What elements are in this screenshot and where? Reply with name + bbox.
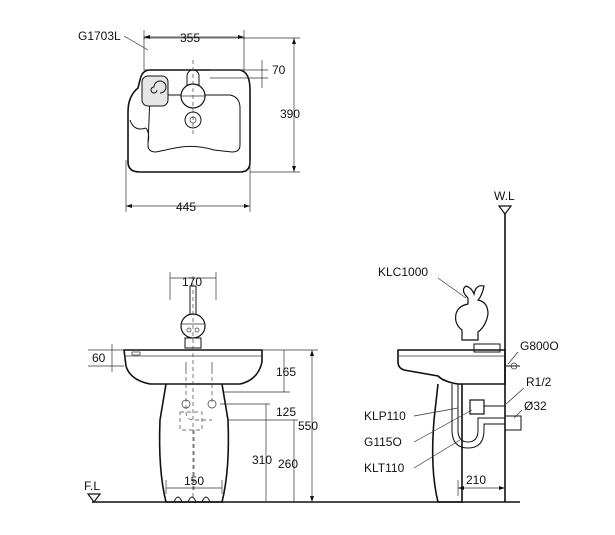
- top-view-bowl: [147, 94, 241, 153]
- dim-top-depth: 390: [280, 107, 300, 121]
- dim-drain-height: 260: [278, 457, 298, 471]
- front-view: 170 60 165 125 550 310 260 150: [88, 272, 318, 503]
- side-trap: [451, 384, 505, 449]
- dim-drain-offset: 125: [276, 405, 296, 419]
- top-view-trunk: [129, 119, 150, 143]
- floor-marker-icon: [86, 493, 102, 503]
- top-view-basin-outline: [127, 69, 251, 173]
- floor: F.L: [84, 479, 520, 503]
- wall-label: W.L: [494, 189, 515, 203]
- dim-basin-depth: 165: [276, 365, 296, 379]
- dim-wall-offset: 210: [466, 473, 486, 487]
- pipe1-label: KLP110: [364, 409, 406, 423]
- floor-label: F.L: [84, 479, 100, 493]
- pipe-size-label: R1/2: [526, 375, 552, 389]
- valve-label: G800O: [520, 339, 559, 353]
- dim-overall-height: 550: [298, 419, 318, 433]
- side-faucet: [455, 285, 489, 341]
- dim-faucet-spacing: 170: [182, 275, 202, 289]
- side-pedestal: [431, 383, 463, 503]
- faucet-label: KLC1000: [378, 265, 428, 279]
- dim-overall-width: 445: [176, 200, 196, 214]
- trap-label: KLT110: [364, 461, 405, 475]
- diameter-label: Ø32: [524, 399, 547, 413]
- pipe2-label: G115O: [364, 435, 402, 449]
- front-basin: [123, 349, 263, 385]
- spiral-icon: [150, 80, 167, 94]
- front-pedestal: [158, 383, 230, 503]
- side-supply-valve: [469, 399, 485, 415]
- top-view: 355 G1703L 70 390 445: [78, 29, 300, 214]
- dim-rim-height: 60: [92, 351, 106, 365]
- dim-pedestal-width: 150: [184, 474, 204, 488]
- dim-supply-height: 310: [252, 453, 272, 467]
- side-view: W.L KLC1000 G800O R1/2 Ø32 KLP110 G115O: [364, 189, 559, 503]
- dim-top-offset: 70: [272, 63, 286, 77]
- dim-top-width: 355: [180, 31, 200, 45]
- model-label-top: G1703L: [78, 29, 121, 43]
- wall-marker-icon: [497, 205, 513, 215]
- top-view-ear: [141, 75, 169, 107]
- side-basin: [397, 349, 506, 385]
